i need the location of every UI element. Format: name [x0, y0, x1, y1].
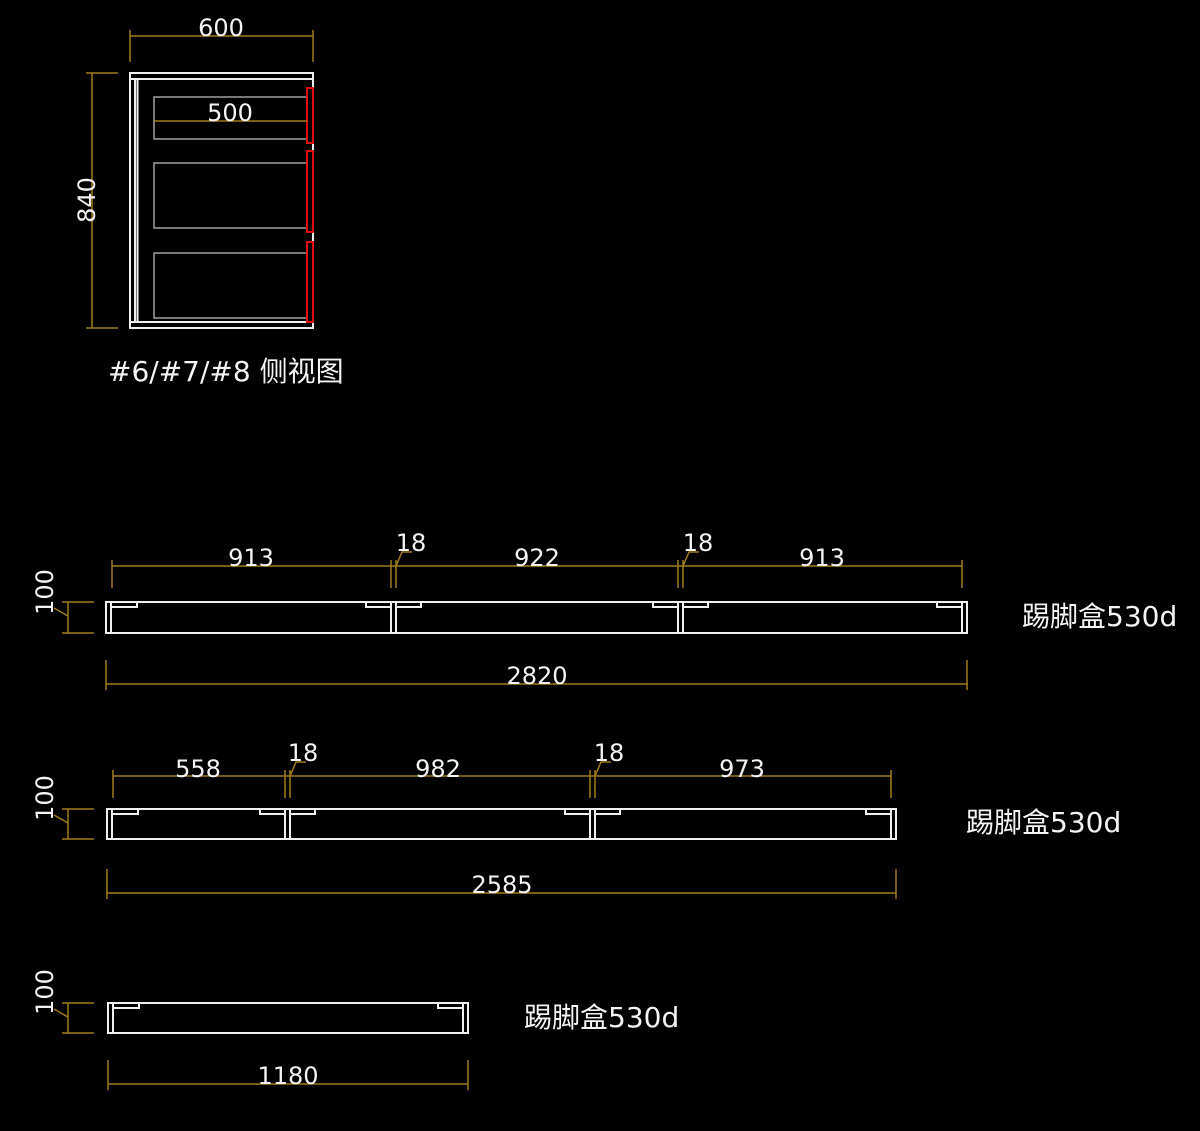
- segment-dimensions: 558 18 982 18 973: [112, 739, 892, 798]
- svg-text:600: 600: [198, 14, 244, 42]
- dimension-width: 600: [129, 14, 314, 62]
- svg-text:1180: 1180: [257, 1062, 318, 1090]
- svg-text:500: 500: [207, 99, 253, 127]
- plinth-label: 踢脚盒530d: [1022, 600, 1177, 633]
- height-dimension: 100: [31, 775, 94, 840]
- height-dimension: 100: [31, 969, 94, 1034]
- plinth-2: 558 18 982 18 973 2585 100 踢脚盒530d: [31, 739, 1121, 899]
- svg-text:922: 922: [514, 544, 560, 572]
- total-dimension: 1180: [107, 1060, 469, 1090]
- svg-text:558: 558: [175, 755, 221, 783]
- svg-text:100: 100: [31, 969, 59, 1015]
- drawer-box: [153, 162, 308, 229]
- plinth-outline: [107, 1002, 469, 1034]
- svg-text:982: 982: [415, 755, 461, 783]
- segment-dimensions: 913 18 922 18 913: [111, 529, 963, 588]
- svg-text:18: 18: [683, 529, 714, 557]
- dimension-drawer: 500: [154, 99, 307, 127]
- svg-text:913: 913: [228, 544, 274, 572]
- plinth-label: 踢脚盒530d: [966, 806, 1121, 839]
- plinth-1: 913 18 922 18 913 2820 100 踢脚盒530d: [31, 529, 1177, 690]
- drawer-box: [153, 252, 308, 319]
- plinth-outline: [106, 808, 897, 840]
- svg-text:2585: 2585: [471, 871, 532, 899]
- drawer-front: [306, 87, 314, 144]
- plinth-outline: [105, 601, 968, 634]
- svg-text:18: 18: [594, 739, 625, 767]
- side-view: 600 840 500 #6/#7/#8 侧视图: [73, 14, 344, 388]
- height-dimension: 100: [31, 569, 94, 634]
- svg-text:973: 973: [719, 755, 765, 783]
- svg-text:840: 840: [73, 177, 101, 223]
- svg-text:18: 18: [396, 529, 427, 557]
- total-dimension: 2820: [105, 660, 968, 690]
- total-dimension: 2585: [106, 869, 897, 899]
- svg-text:2820: 2820: [506, 662, 567, 690]
- drawer-front: [306, 150, 314, 233]
- plinth-label: 踢脚盒530d: [524, 1001, 679, 1034]
- side-view-caption: #6/#7/#8 侧视图: [108, 355, 344, 388]
- plinth-3: 1180 100 踢脚盒530d: [31, 969, 679, 1090]
- svg-text:18: 18: [288, 739, 319, 767]
- svg-text:100: 100: [31, 569, 59, 615]
- svg-text:913: 913: [799, 544, 845, 572]
- dimension-height: 840: [73, 72, 118, 329]
- svg-text:100: 100: [31, 775, 59, 821]
- drawer-front: [306, 241, 314, 323]
